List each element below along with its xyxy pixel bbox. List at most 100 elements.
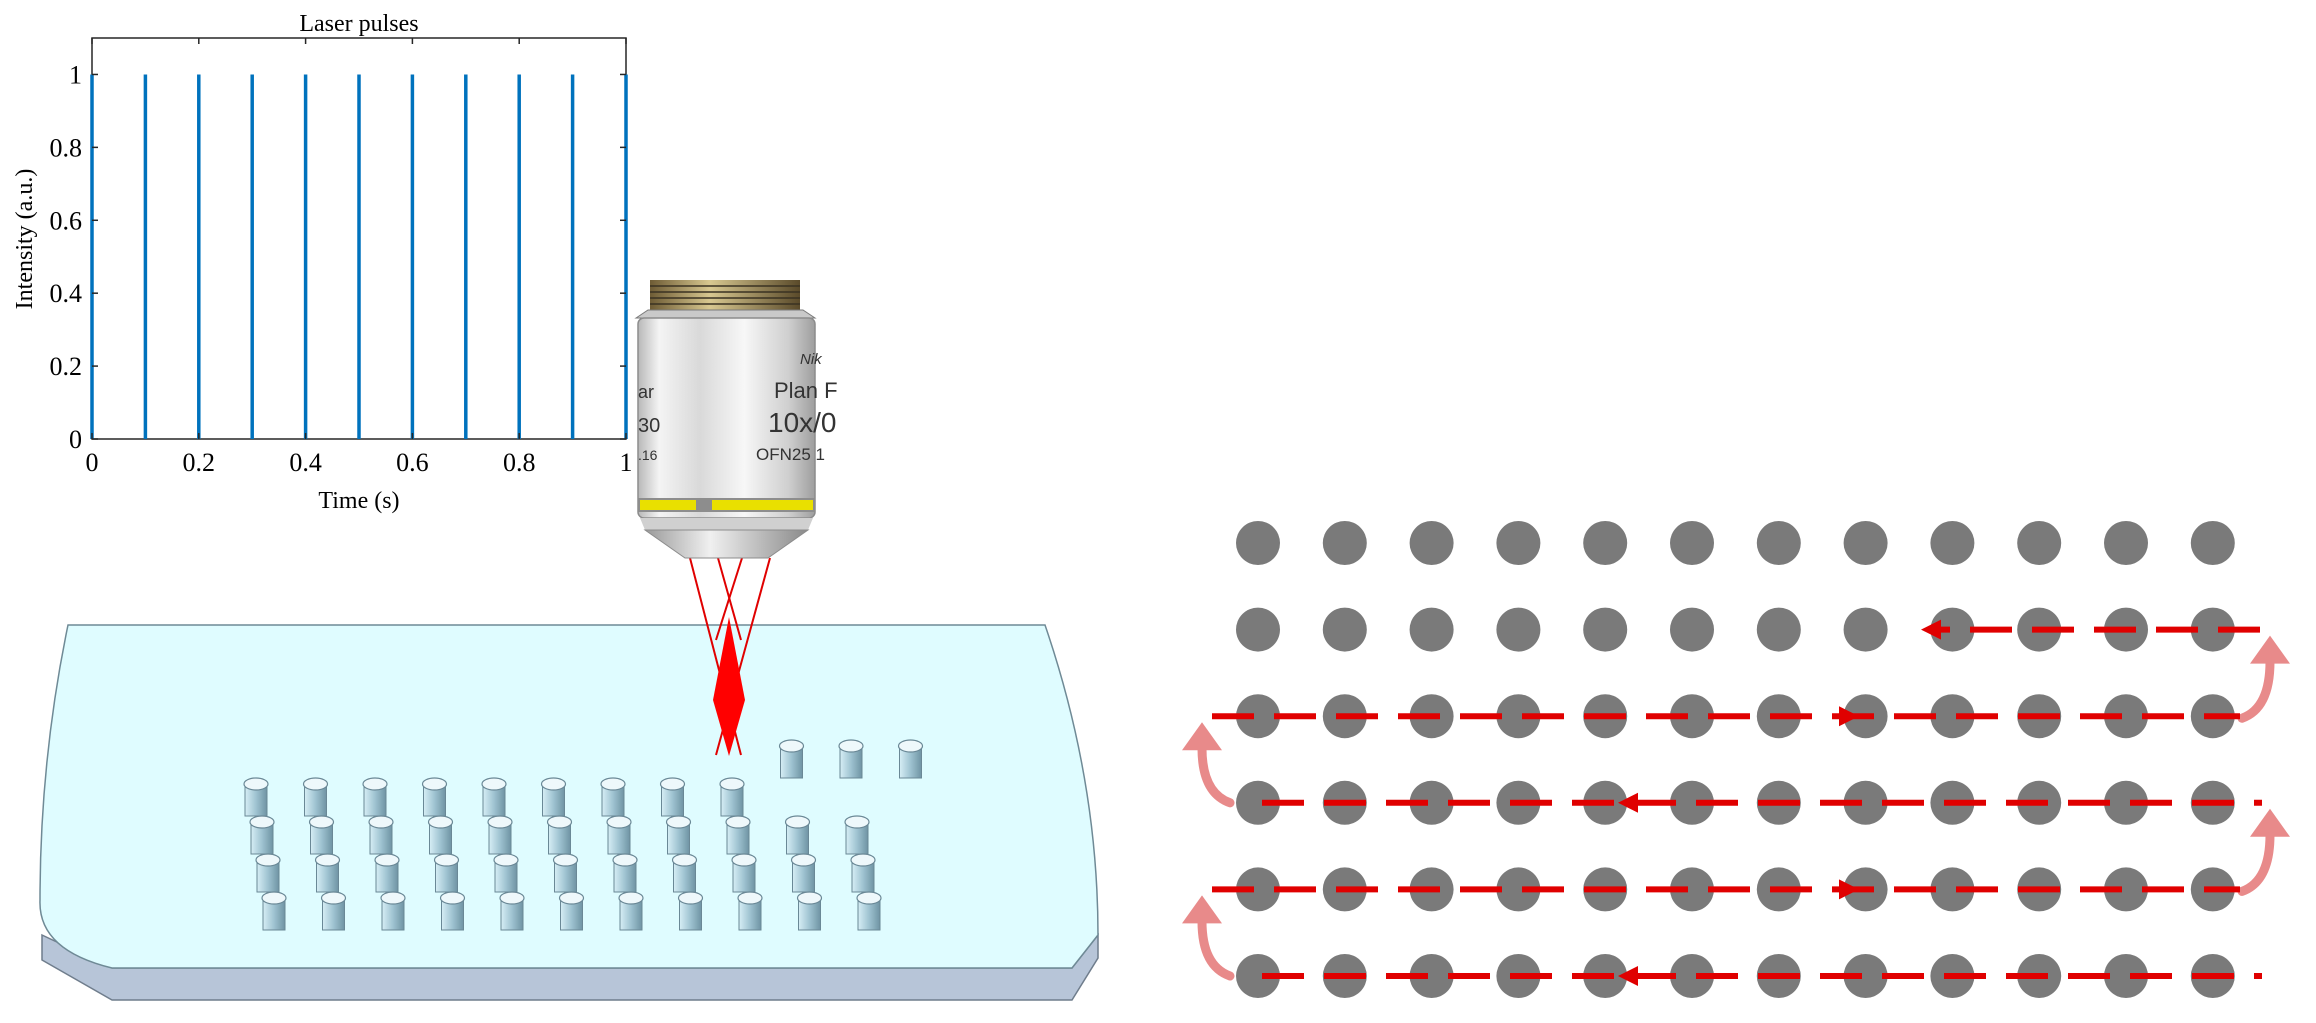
scan-dot [1930,694,1975,739]
drilled-hole [380,891,406,931]
chart-bars [90,74,628,439]
lens-brand-text: Nik [800,351,823,368]
microscope-objective: Nik Plan F 10x/0 OFN25 1 ar 30 .16 [634,280,838,559]
scan-dot [1756,521,1801,565]
scan-direction-arrow [1618,966,1638,986]
scan-dot [1930,521,1975,565]
y-tick-label: 0.8 [50,133,83,162]
scan-dot [1670,521,1714,565]
y-tick-label: 0.6 [50,206,83,235]
drilled-hole [439,891,466,931]
scan-dot [1670,954,1714,998]
drilled-hole [421,777,448,817]
drilled-hole [487,815,513,855]
lens-side1-text: ar [638,382,654,402]
drilled-hole [249,815,275,855]
scan-dot [1583,521,1628,565]
drilled-hole [897,739,924,779]
drilled-hole [314,853,341,893]
drilled-hole [665,815,692,855]
drilled-hole [540,777,567,817]
scan-dot [2104,780,2148,825]
drilled-hole [618,891,644,931]
x-tick-label: 0.6 [396,448,429,477]
x-tick-label: 0.4 [289,448,322,477]
drilled-hole [790,853,817,893]
lens-line3-text: OFN25 1 [756,445,825,464]
scan-dot [1756,607,1801,652]
drilled-hole [731,853,757,893]
turn-arrow [1182,895,1235,981]
scan-dot [1236,867,1280,912]
scan-dot [1236,521,1280,565]
laser-focus-cone [713,617,745,756]
drilled-hole [499,891,525,931]
drilled-hole [255,853,281,893]
scan-dot [1236,607,1280,652]
chart-x-axis-label: Time (s) [318,488,399,514]
drilled-hole [850,853,876,893]
chart-y-ticks: 0 0.2 0.4 0.6 0.8 1 [50,60,626,454]
scan-dot [1670,780,1714,825]
scan-dot [1930,607,1975,652]
turn-arrow [1182,722,1235,808]
scan-dot [1322,521,1367,565]
scan-dot [2017,521,2062,565]
scan-dot [1930,867,1975,912]
scan-dot [1409,521,1454,565]
x-tick-label: 1 [620,448,633,477]
lens-side3-text: .16 [638,447,658,463]
x-tick-label: 0.2 [183,448,216,477]
scan-dot [2190,607,2235,652]
lens-line1-text: Plan F [774,378,838,403]
drilled-hole [374,853,400,893]
drilled-hole [838,739,864,779]
scan-dot [1496,694,1541,739]
scan-dot [1670,607,1714,652]
scan-dot-grid [1236,521,2235,998]
drilled-hole [433,853,460,893]
drilled-hole [481,777,507,817]
drilled-hole [427,815,454,855]
lens-line2-text: 10x/0 [768,407,837,438]
scan-dot [1322,607,1367,652]
drilled-hole [844,815,870,855]
drilled-hole [261,891,287,931]
drilled-hole [493,853,519,893]
drilled-hole [558,891,585,931]
drilled-hole [671,853,698,893]
drilled-hole [778,739,805,779]
drilled-hole [659,777,686,817]
scan-dot [1496,867,1541,912]
scan-direction-arrow [1839,706,1859,727]
x-tick-label: 0.8 [503,448,536,477]
drilled-hole [243,777,269,817]
scan-dot [1843,607,1888,652]
scan-dot [1843,954,1888,998]
scan-direction-arrow [1839,879,1859,900]
drilled-hole [796,891,823,931]
scan-dot [1409,607,1454,652]
drilled-hole [362,777,388,817]
drilled-hole [737,891,763,931]
scan-dot [1496,521,1541,565]
scan-direction-arrow [1921,619,1941,640]
scan-dot [2104,867,2148,912]
y-tick-label: 1 [69,60,82,89]
drilled-hole [606,815,632,855]
glass-substrate [39,624,1099,1001]
y-tick-label: 0.2 [50,352,83,381]
scan-dot [1236,780,1280,825]
scan-dot [1236,694,1280,739]
drilled-hole [308,815,335,855]
drilled-hole [320,891,347,931]
turn-arrow [2237,808,2290,896]
scan-dot [2104,521,2148,565]
y-tick-label: 0 [69,425,82,454]
y-tick-label: 0.4 [50,279,83,308]
drilled-hole [784,815,811,855]
drilled-hole [302,777,329,817]
scan-pattern [1182,521,2290,998]
drilled-hole [612,853,638,893]
drilled-hole [368,815,394,855]
